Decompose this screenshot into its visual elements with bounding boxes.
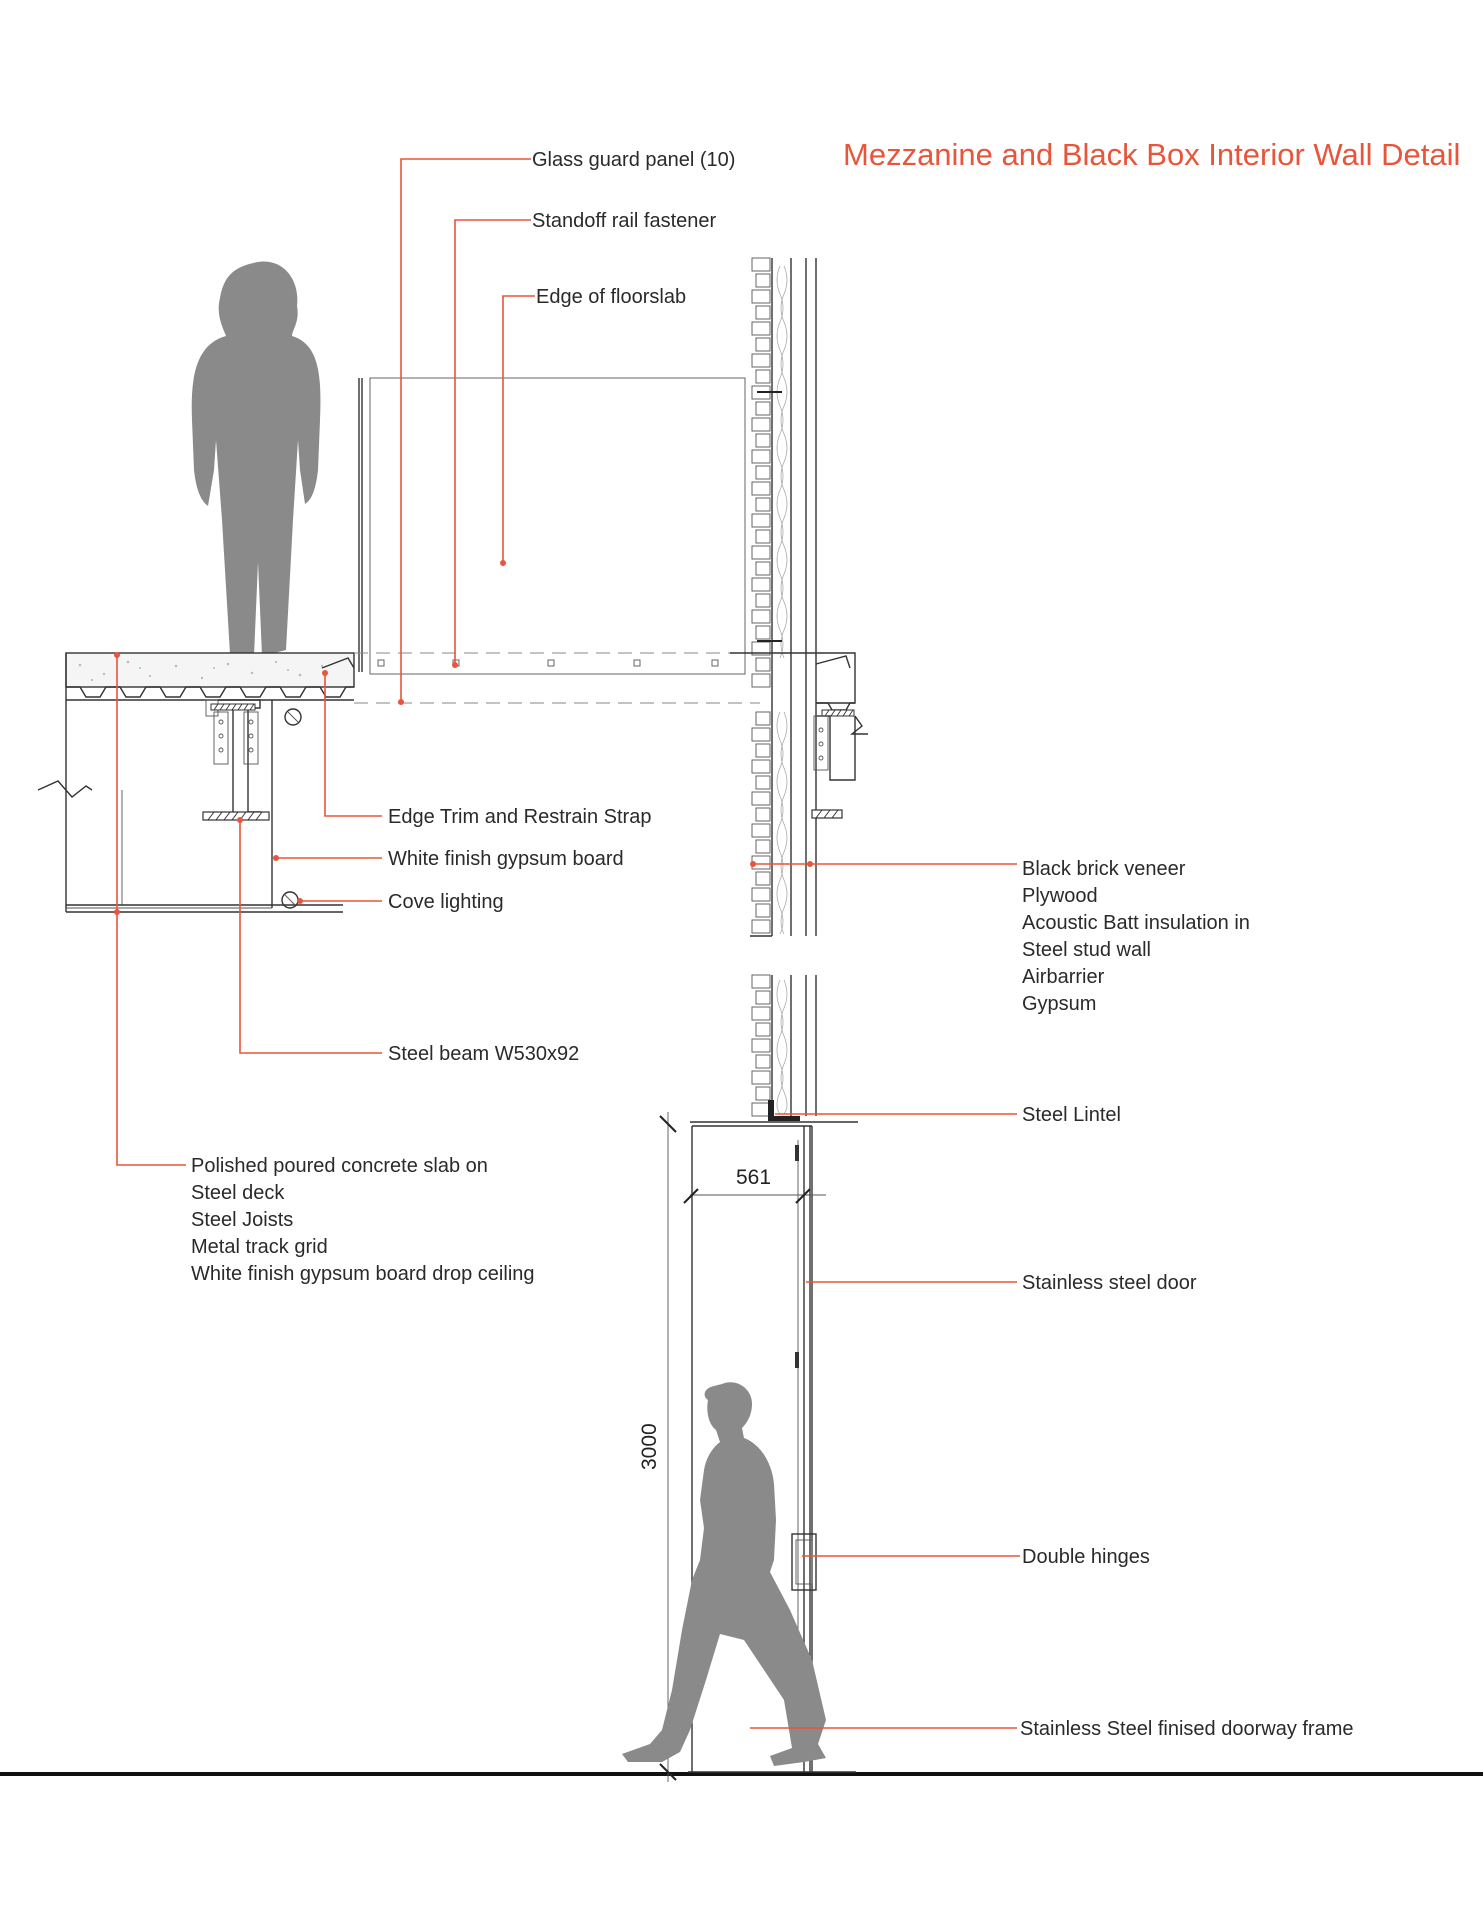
edge-floorslab-label: Edge of floorslab [536, 286, 686, 308]
walking-person-silhouette [622, 1382, 826, 1766]
steel-beam-callout: Steel beam W530x92 [237, 817, 579, 1065]
frame-label: Stainless Steel finised doorway frame [1020, 1718, 1354, 1740]
steel-beam-label: Steel beam W530x92 [388, 1043, 579, 1065]
wall-assembly-callout: Black brick veneer Plywood Acoustic Batt… [750, 858, 1250, 1015]
door-callout: Stainless steel door [806, 1272, 1197, 1294]
wall-assembly-line-6: Gypsum [1022, 993, 1096, 1015]
brick-veneer-wall-upper [750, 257, 817, 937]
standing-person-silhouette [191, 261, 321, 656]
wall-assembly-line-4: Steel stud wall [1022, 939, 1151, 961]
hinges-label: Double hinges [1022, 1546, 1150, 1568]
door-width-dimension: 561 [736, 1166, 771, 1189]
door-label: Stainless steel door [1022, 1272, 1197, 1294]
glass-guard-callout: Glass guard panel (10) [398, 149, 735, 705]
edge-trim-callout: Edge Trim and Restrain Strap [322, 670, 651, 828]
cove-lighting-label: Cove lighting [388, 891, 504, 913]
slab-assembly-line-2: Steel deck [191, 1182, 285, 1204]
glass-guard-label: Glass guard panel (10) [532, 149, 735, 171]
dimension-lines: 561 3000 [638, 1112, 826, 1782]
slab-assembly-line-1: Polished poured concrete slab on [191, 1155, 488, 1177]
slab-assembly-line-4: Metal track grid [191, 1236, 328, 1258]
floorslab-edge-dashed [354, 652, 760, 704]
drawing-title: Mezzanine and Black Box Interior Wall De… [843, 137, 1460, 172]
slab-assembly-line-5: White finish gypsum board drop ceiling [191, 1263, 535, 1285]
brick-veneer-wall-lower [690, 974, 858, 1123]
gypsum-board-label: White finish gypsum board [388, 848, 624, 870]
wall-assembly-line-1: Black brick veneer [1022, 858, 1186, 880]
wall-assembly-line-2: Plywood [1022, 885, 1098, 907]
steel-lintel-label: Steel Lintel [1022, 1104, 1121, 1126]
door-height-dimension: 3000 [638, 1423, 661, 1470]
hinges-callout: Double hinges [802, 1546, 1150, 1568]
glass-guard-panel [358, 377, 746, 675]
wall-assembly-line-5: Airbarrier [1022, 966, 1105, 988]
slab-assembly-line-3: Steel Joists [191, 1209, 293, 1231]
edge-floorslab-callout: Edge of floorslab [500, 286, 686, 566]
frame-callout: Stainless Steel finised doorway frame [750, 1718, 1354, 1740]
wall-assembly-line-3: Acoustic Batt insulation in [1022, 912, 1250, 934]
mezzanine-slab-section [37, 652, 355, 913]
cove-lighting-callout: Cove lighting [297, 891, 504, 913]
standoff-label: Standoff rail fastener [532, 210, 717, 232]
slab-assembly-callout: Polished poured concrete slab on Steel d… [114, 652, 535, 1285]
gypsum-board-callout: White finish gypsum board [273, 848, 624, 870]
standoff-callout: Standoff rail fastener [452, 210, 717, 668]
edge-trim-label: Edge Trim and Restrain Strap [388, 806, 651, 828]
wall-slab-connection [730, 652, 868, 819]
steel-lintel-callout: Steel Lintel [775, 1104, 1121, 1126]
